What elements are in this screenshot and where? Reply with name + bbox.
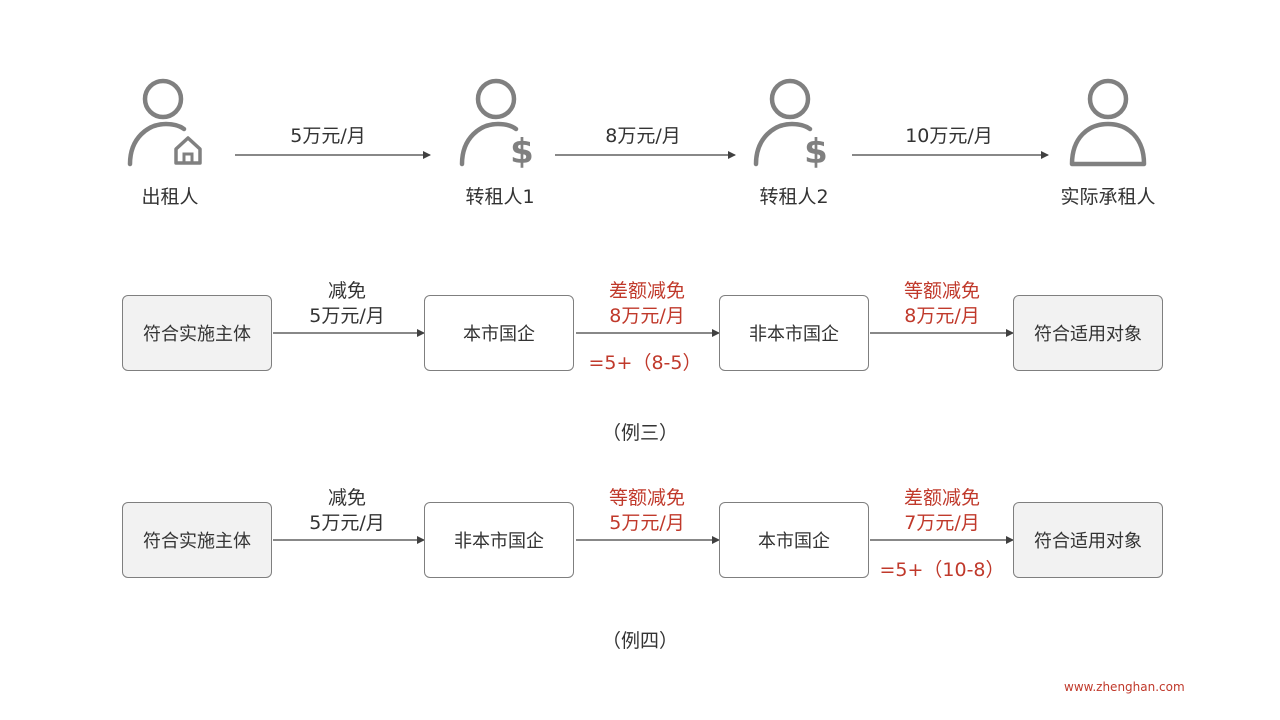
ex4-arrow-label-2: 等额减免 5万元/月 <box>567 486 727 536</box>
ex3-arrow-label-2-line1: 差额减免 <box>608 280 685 302</box>
person-dollar-icon: $ <box>459 78 534 172</box>
svg-text:$: $ <box>804 132 828 172</box>
person-label-sublessor-1: 转租人1 <box>465 186 535 208</box>
person-label-lessor: 出租人 <box>141 186 199 208</box>
person-dollar-icon: $ <box>753 78 828 172</box>
ex4-arrow-label-1-line2: 5万元/月 <box>309 512 385 534</box>
ex3-caption: （例三） <box>601 422 678 444</box>
ex4-arrow-label-2-line2: 5万元/月 <box>609 512 685 534</box>
ex4-box-nonlocal-soe: 非本市国企 <box>424 502 574 578</box>
ex3-box-eligible-tenant: 符合适用对象 <box>1013 295 1163 371</box>
person-icon <box>1069 78 1147 167</box>
ex3-box-local-soe: 本市国企 <box>424 295 574 371</box>
ex3-arrow-label-3: 等额减免 8万元/月 <box>862 279 1022 329</box>
ex3-arrow-label-1-line1: 减免 <box>327 280 366 302</box>
ex4-arrow-label-1: 减免 5万元/月 <box>267 486 427 536</box>
person-house-icon <box>127 78 202 167</box>
ex4-caption: （例四） <box>601 630 678 652</box>
ex3-box-nonlocal-soe: 非本市国企 <box>719 295 869 371</box>
ex4-calc: =5+（10-8） <box>879 559 1005 581</box>
ex4-arrow-label-1-line1: 减免 <box>327 487 366 509</box>
ex3-arrow-label-2-line2: 8万元/月 <box>609 305 685 327</box>
ex3-arrow-label-2: 差额减免 8万元/月 <box>567 279 727 329</box>
person-label-sublessor-2: 转租人2 <box>759 186 829 208</box>
person-label-actual-tenant: 实际承租人 <box>1060 186 1156 208</box>
ex3-arrow-label-1-line2: 5万元/月 <box>309 305 385 327</box>
ex3-calc: =5+（8-5） <box>588 352 702 374</box>
ex4-box-eligible-tenant: 符合适用对象 <box>1013 502 1163 578</box>
rent-label-1: 5万元/月 <box>290 125 366 147</box>
ex3-arrow-label-3-line2: 8万元/月 <box>904 305 980 327</box>
footer-url[interactable]: www.zhenghan.com <box>1064 680 1185 694</box>
rent-label-2: 8万元/月 <box>605 125 681 147</box>
svg-text:$: $ <box>510 132 534 172</box>
ex4-box-local-soe: 本市国企 <box>719 502 869 578</box>
ex3-arrow-label-3-line1: 等额减免 <box>903 280 980 302</box>
ex4-arrow-label-3: 差额减免 7万元/月 <box>862 486 1022 536</box>
ex4-arrow-label-2-line1: 等额减免 <box>608 487 685 509</box>
ex4-arrow-label-3-line2: 7万元/月 <box>904 512 980 534</box>
ex4-arrow-label-3-line1: 差额减免 <box>903 487 980 509</box>
rent-label-3: 10万元/月 <box>905 125 993 147</box>
ex4-box-implementer: 符合实施主体 <box>122 502 272 578</box>
ex3-box-implementer: 符合实施主体 <box>122 295 272 371</box>
ex3-arrow-label-1: 减免 5万元/月 <box>267 279 427 329</box>
